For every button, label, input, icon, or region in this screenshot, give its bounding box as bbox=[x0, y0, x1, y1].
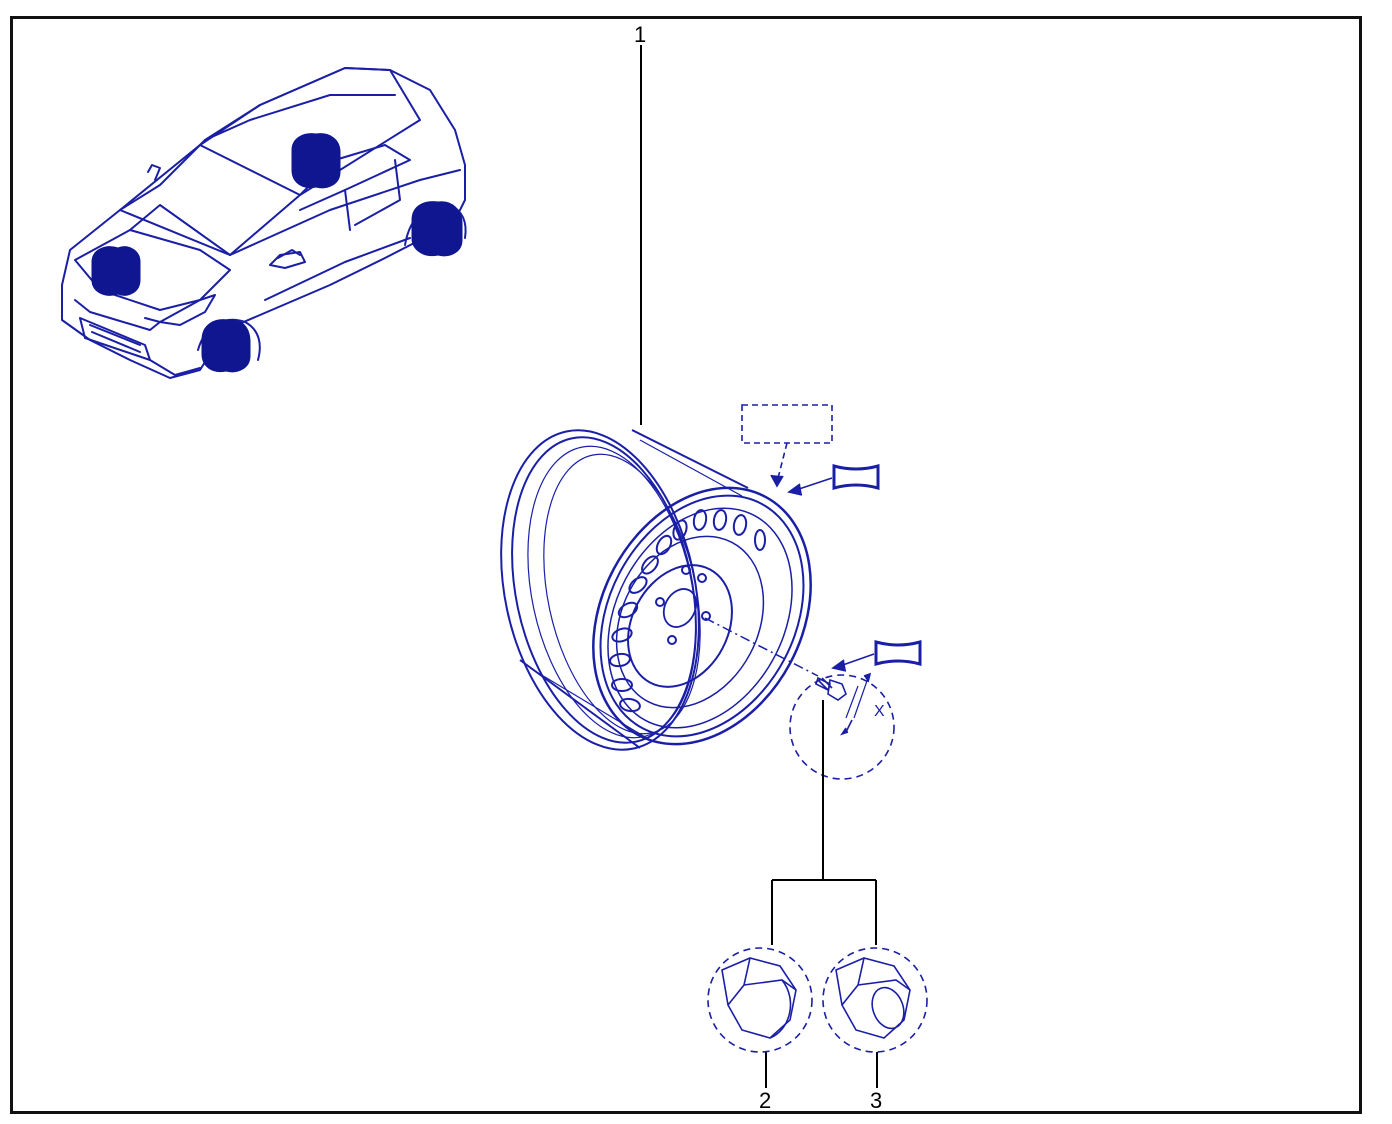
label-tag-icon bbox=[741, 404, 922, 672]
closed-wheel-nut-icon bbox=[707, 947, 813, 1053]
callout-2: 2 bbox=[759, 1088, 772, 1113]
rear-right-wheel-marker bbox=[411, 201, 463, 257]
steel-wheel-icon bbox=[500, 429, 812, 751]
bolt-axis-line bbox=[704, 617, 819, 677]
callout-1: 1 bbox=[634, 22, 647, 47]
front-left-wheel-marker bbox=[91, 246, 141, 296]
label-tag-bolt bbox=[874, 640, 922, 666]
callout-3: 3 bbox=[870, 1088, 883, 1113]
diagram-frame bbox=[10, 16, 1362, 1114]
bolt-detail-circle bbox=[789, 674, 895, 780]
dashed-label-tag bbox=[741, 404, 833, 444]
dimension-label: X bbox=[874, 703, 885, 720]
label-tag-top bbox=[832, 464, 880, 490]
front-right-wheel-marker bbox=[201, 319, 251, 373]
rear-left-wheel-marker bbox=[291, 133, 341, 189]
wheel-position-markers bbox=[91, 133, 463, 373]
leader-tree bbox=[765, 700, 878, 1088]
car-overview-icon bbox=[61, 67, 467, 379]
open-wheel-nut-icon bbox=[822, 947, 928, 1053]
wheel-bolt-icon bbox=[815, 672, 872, 736]
